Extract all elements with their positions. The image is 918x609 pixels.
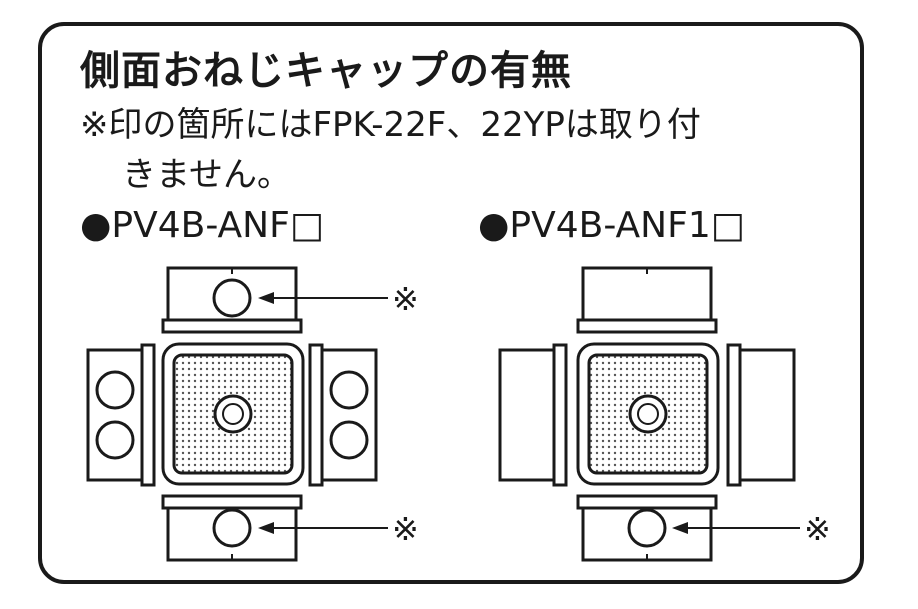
center-body-anf — [161, 342, 305, 486]
threaded-port-bottom-anf — [212, 508, 252, 548]
top-cap-anf1 — [576, 266, 718, 334]
box-anf1 — [498, 266, 800, 562]
model-label-anf1: ●PV4B-ANF1□ — [478, 205, 745, 246]
bottom-cap-anf1 — [576, 494, 718, 562]
threaded-port-bottom-anf1 — [627, 508, 667, 548]
center-body-anf1 — [576, 342, 720, 486]
right-cap-anf1 — [726, 343, 796, 487]
note-text: ※印の箇所にはFPK-22F、22YPは取り付 きません。 — [80, 100, 701, 200]
mark-top-anf: ※ — [392, 280, 419, 318]
note-line-2: きません。 — [122, 155, 291, 195]
left-cap-anf1 — [498, 343, 568, 487]
bottom-cap-anf — [161, 494, 303, 562]
diagram-frame — [38, 22, 864, 584]
right-cap-anf — [308, 343, 378, 487]
threaded-port-top-anf — [212, 278, 252, 318]
page-title: 側面おねじキャップの有無 — [80, 48, 572, 94]
arrow-bottom-anf1 — [672, 522, 800, 534]
mark-bottom-anf: ※ — [392, 510, 419, 548]
model-label-anf: ●PV4B-ANF□ — [80, 205, 324, 246]
arrow-top-anf — [258, 292, 388, 304]
top-cap-anf — [161, 266, 303, 334]
mark-bottom-anf1: ※ — [804, 510, 831, 548]
left-cap-anf — [86, 343, 156, 487]
box-anf — [86, 266, 388, 562]
arrow-bottom-anf — [258, 522, 388, 534]
note-line-1: ※印の箇所にはFPK-22F、22YPは取り付 — [80, 105, 701, 145]
